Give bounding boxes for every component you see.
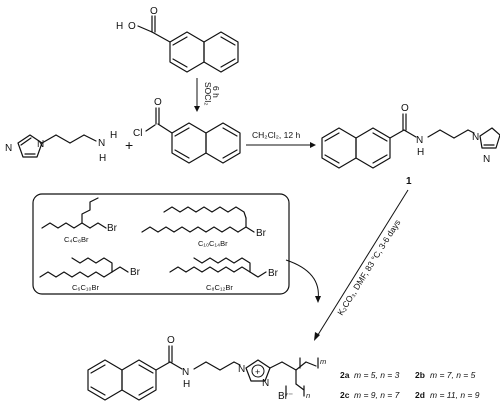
imidazole-n-1: N [472,132,479,143]
oxygen-carbonyl: O [150,6,158,17]
imidazole-n1: N [37,139,44,150]
oxygen-acyl: O [154,97,162,108]
condition-time-6h: 6 h [211,86,221,98]
oxygen-amide-product: O [167,335,175,346]
amide-n-product: N [182,367,189,378]
alkyl-bromide-box [32,193,290,295]
compound-1-structure: O N H N N [321,103,500,169]
imidazole-n3-1: N [483,154,490,165]
naphthalene-ring-b [203,31,239,73]
product-list: 2a m = 5, n = 3 2b m = 7, n = 5 2c m = 9… [340,370,480,400]
naphthalene-ring-a [169,31,205,73]
condition-ch2cl2: CH₂Cl₂, 12 h [252,130,300,140]
chlorine: Cl [133,128,142,139]
label-c10c14br: C₁₀C₁₄Br [198,239,228,248]
product-2c-desc: m = 9, n = 7 [354,390,400,400]
product-2a-id: 2a [340,370,350,380]
imidazole-ring-left [17,134,43,158]
subscript-m: m [320,357,326,366]
plus-sign: + [125,137,133,153]
imidazolium-charge: + [255,367,260,377]
product-2c-id: 2c [340,390,350,400]
oxygen-amide-1: O [401,103,409,114]
amide-h-product: H [183,379,190,390]
imidazolium-n1: N [238,364,245,375]
bromine-c4c8: Br [107,223,118,234]
amine-h1: H [110,130,117,141]
aminopropyl-imidazole: N N N H H [5,130,117,164]
arrow-k2co3 [315,189,409,339]
alkyl-bromide-c10c14: Br C₁₀C₁₄Br [141,206,267,248]
subscript-n: n [306,391,310,400]
imidazole-ring-1 [479,127,500,149]
product-2d-desc: m = 11, n = 9 [430,390,480,400]
naphthoic-acid: O O H [116,6,239,73]
alkyl-bromide-c4c8: Br C₄C₈Br [41,197,118,244]
imidazolium-n3: N [262,378,269,389]
imidazolium-ring [245,359,271,382]
product-2b-desc: m = 7, n = 5 [430,370,476,380]
alkyl-bromide-c8c12: Br C₈C₁₂Br [169,257,279,292]
amine-h2: H [99,153,106,164]
alkyl-bromide-c6c10: Br C₆C₁₀Br [39,257,141,292]
condition-k2co3: K₂CO₃, DMF, 83 °C, 3-6 days [335,218,402,317]
oxygen-hydroxyl: O [128,21,136,32]
bromine-c10c14: Br [256,228,267,239]
bromide-counterion: Br⁻ [278,391,293,402]
label-c8c12br: C₈C₁₂Br [206,283,233,292]
product-2b-id: 2b [415,370,425,380]
bromine-c8c12: Br [268,268,279,279]
product-2d-id: 2d [415,390,425,400]
amide-h-1: H [417,147,424,158]
bromine-c6c10: Br [130,267,141,278]
hydrogen-hydroxyl: H [116,21,123,32]
curved-arrow-reagent [285,259,319,301]
naphthoyl-chloride: O Cl [133,97,241,164]
compound-1-label: 1 [406,176,412,187]
product-2a-desc: m = 5, n = 3 [354,370,400,380]
label-c4c8br: C₄C₈Br [64,235,89,244]
amide-n-1: N [416,135,423,146]
amine-n: N [98,138,105,149]
condition-socl2: SOCl₂ [203,82,213,106]
label-c6c10br: C₆C₁₀Br [72,283,100,292]
product-structure: + O N H N N Br⁻ m n [87,335,326,402]
imidazole-n3: N [5,143,12,154]
